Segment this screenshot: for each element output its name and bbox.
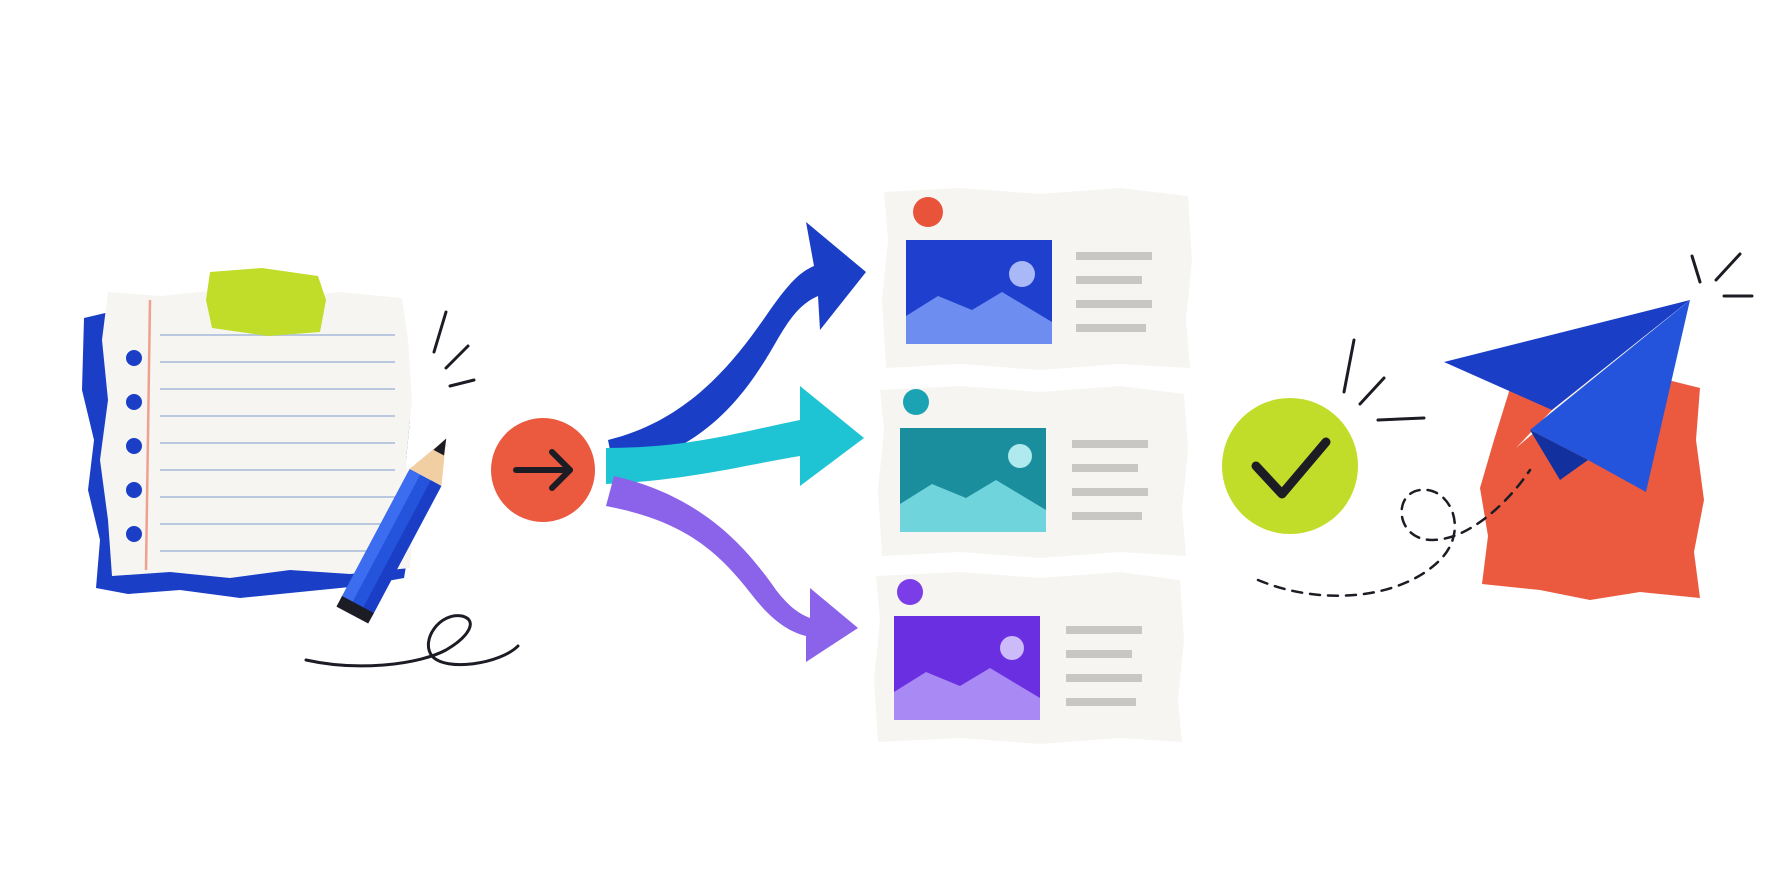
- start-button-circle: [491, 418, 595, 522]
- branch-arrows-icon: [606, 222, 866, 662]
- flight-path: [1256, 468, 1532, 597]
- sparkle-icon: [1342, 338, 1426, 422]
- arrow-middle: [606, 386, 864, 486]
- card-accent-dot: [913, 197, 943, 227]
- sparkle-icon: [432, 310, 476, 388]
- card-accent-dot: [903, 389, 929, 415]
- content-card-icon: [882, 188, 1192, 370]
- checkmark-icon: [1251, 437, 1331, 499]
- plane-wing-top: [1444, 300, 1690, 410]
- plane-wing-bottom: [1530, 300, 1690, 492]
- plane-keel: [1530, 430, 1588, 480]
- squiggle-line: [304, 614, 520, 668]
- paper-plane-icon: [1256, 252, 1754, 600]
- arrow-bottom: [606, 476, 858, 662]
- margin-line: [144, 299, 152, 571]
- sticky-note: [206, 268, 326, 336]
- notepad-icon: [82, 268, 520, 668]
- card-text-lines: [1072, 440, 1148, 520]
- ruled-lines: [160, 334, 395, 552]
- card-text-lines: [1076, 252, 1152, 332]
- pencil-icon: [336, 438, 447, 624]
- approval-circle: [1222, 338, 1426, 534]
- sparkle-icon: [1690, 252, 1754, 298]
- content-card-icon: [874, 572, 1184, 744]
- binder-holes: [126, 350, 142, 542]
- arrow-top: [608, 222, 866, 470]
- card-accent-dot: [897, 579, 923, 605]
- card-text-lines: [1066, 626, 1142, 706]
- arrow-right-icon: [513, 449, 573, 491]
- content-card-icon: [878, 386, 1188, 558]
